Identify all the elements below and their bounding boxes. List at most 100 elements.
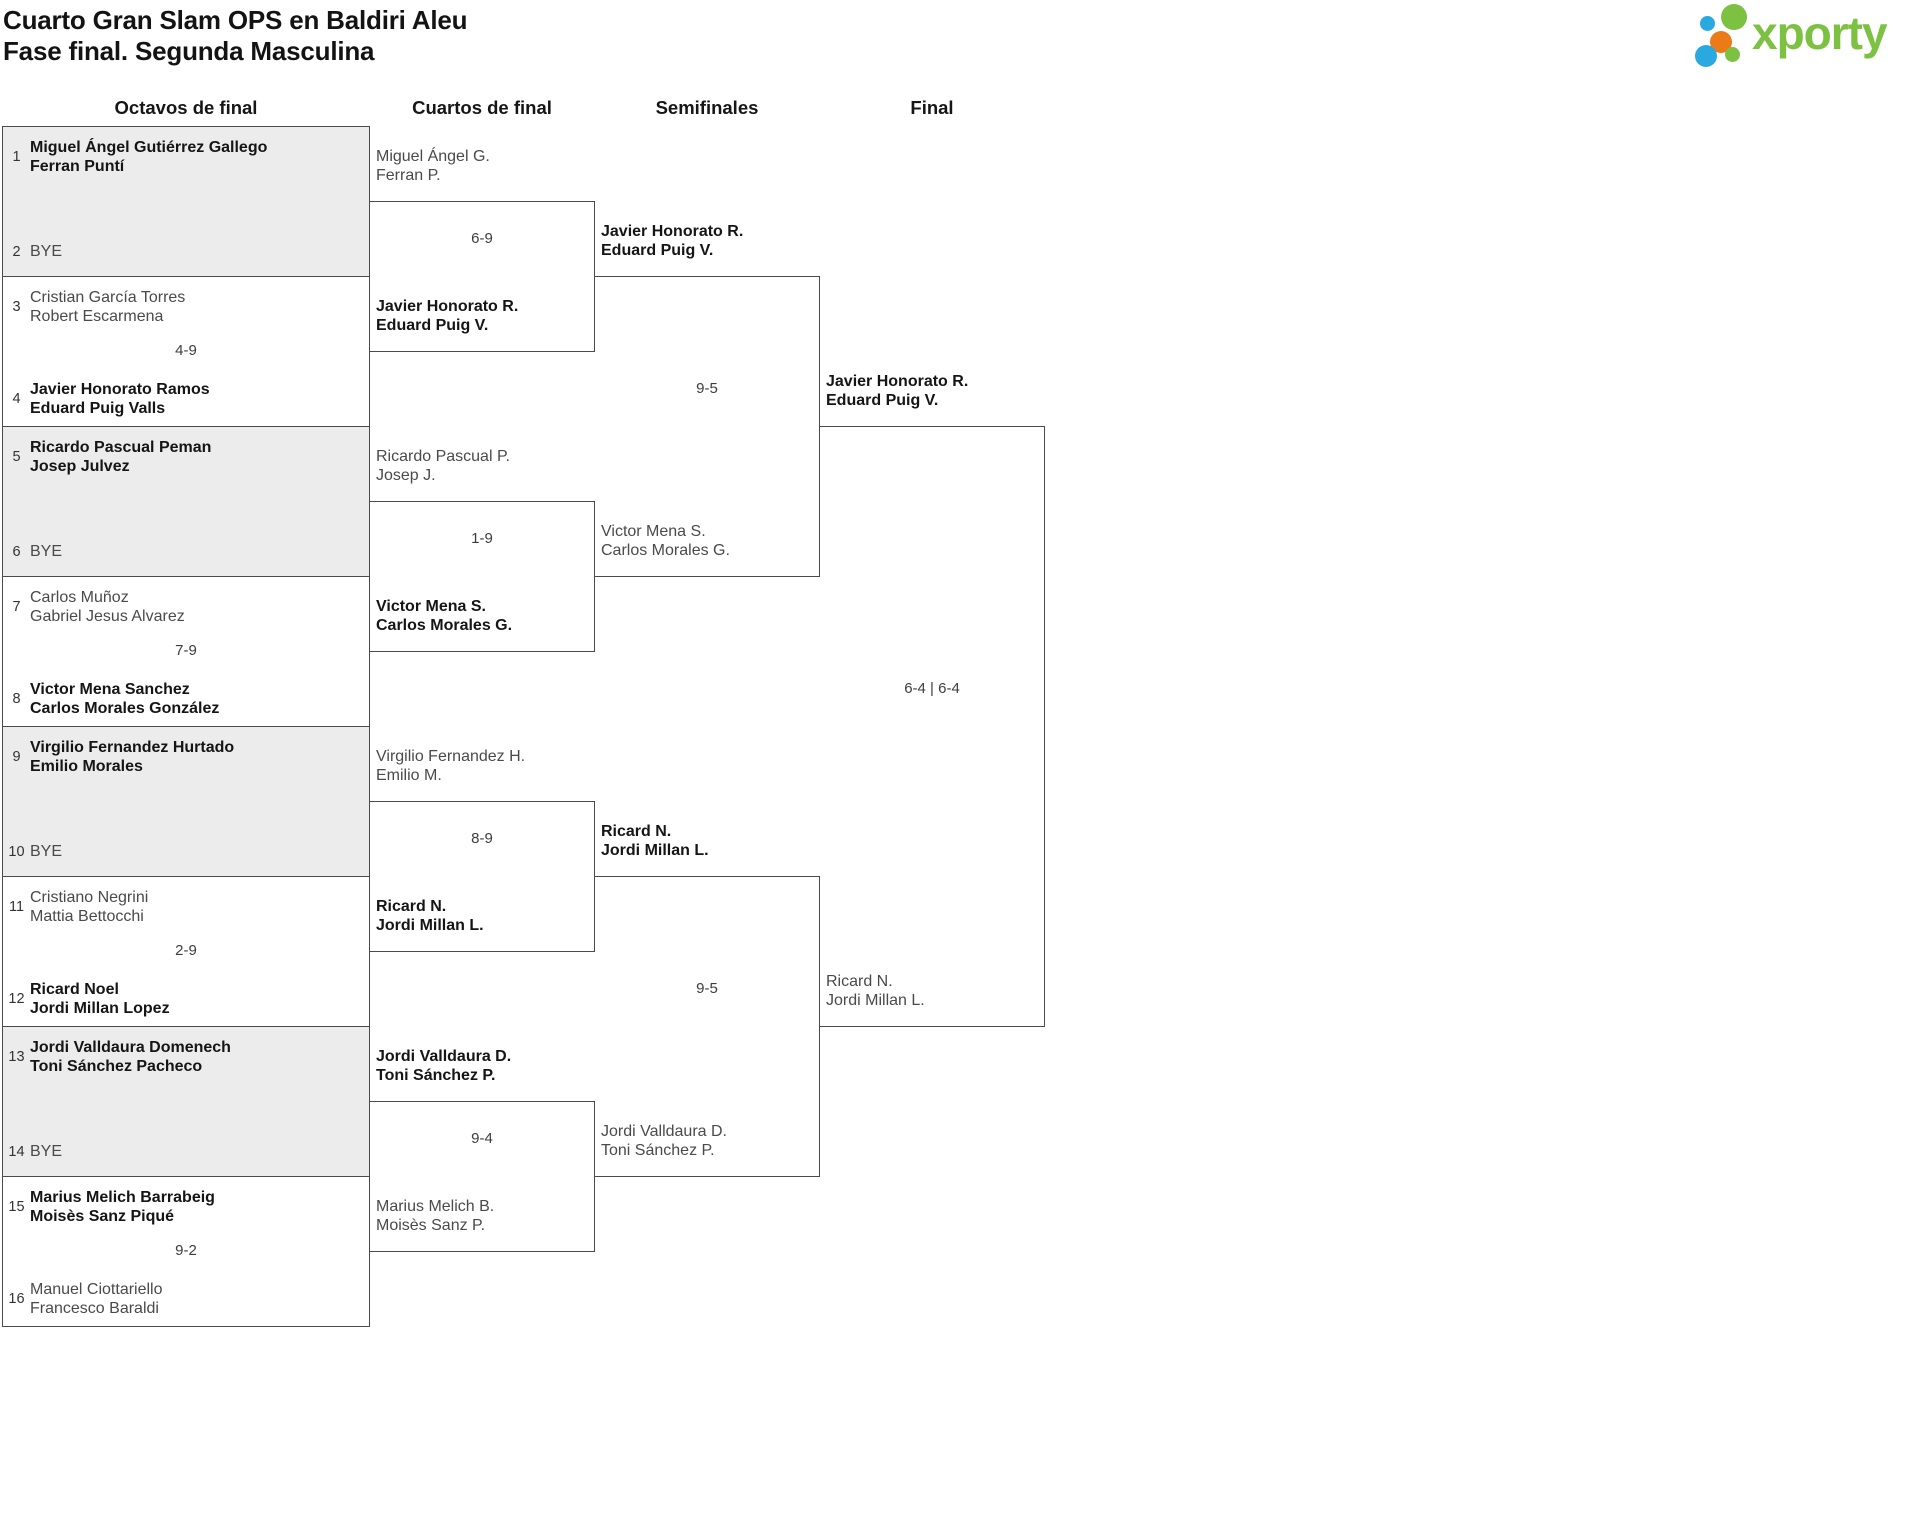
player-1: Marius Melich Barrabeig (30, 1189, 215, 1206)
team-pair: 7 Carlos Muñoz Gabriel Jesus Alvarez (3, 588, 361, 626)
player-1: Ricard N. (826, 973, 893, 990)
player-2: Josep J. (376, 467, 436, 484)
cuartos-4-team-a: Jordi Valldaura D. Toni Sánchez P. (376, 1047, 588, 1085)
logo-dot-icon (1725, 47, 1740, 62)
octavos-match-5: 9 Virgilio Fernandez Hurtado Emilio Mora… (2, 726, 370, 877)
team-name: Jordi Valldaura Domenech Toni Sánchez Pa… (30, 1038, 361, 1076)
player-1: Ricard N. (601, 823, 672, 840)
bye-label: BYE (30, 543, 63, 560)
octavos-match-8: 15 Marius Melich Barrabeig Moisès Sanz P… (2, 1176, 370, 1327)
team-name: Manuel Ciottariello Francesco Baraldi (30, 1280, 361, 1318)
cuartos-2-team-a: Ricardo Pascual P. Josep J. (376, 447, 588, 485)
team-pair: 6 BYE (3, 542, 361, 561)
player-2: Ferran P. (376, 167, 441, 184)
cuartos-1-team-a: Miguel Ángel G. Ferran P. (376, 147, 588, 185)
team-name: Cristiano Negrini Mattia Bettocchi (30, 888, 361, 926)
round-header-octavos: Octavos de final (114, 97, 258, 118)
match-score: 7-9 (175, 642, 197, 659)
team-name: BYE (30, 542, 361, 561)
team-name: BYE (30, 242, 361, 261)
player-1: Javier Honorato Ramos (30, 381, 210, 398)
team-pair: 2 BYE (3, 242, 361, 261)
final-score: 6-4 | 6-4 (904, 680, 960, 697)
seed-number: 15 (8, 1199, 25, 1215)
semifinal-2-team-a: Ricard N. Jordi Millan L. (601, 822, 813, 860)
seed-number: 1 (12, 149, 21, 165)
octavos-match-2: 3 Cristian García Torres Robert Escarmen… (2, 276, 370, 427)
player-1: Miguel Ángel Gutiérrez Gallego (30, 139, 268, 156)
player-1: Victor Mena Sanchez (30, 681, 190, 698)
seed-number: 9 (12, 749, 21, 765)
seed-number: 6 (12, 543, 21, 560)
seed-number: 16 (8, 1291, 25, 1307)
player-2: Toni Sánchez P. (376, 1067, 496, 1084)
player-2: Toni Sánchez Pacheco (30, 1058, 203, 1075)
player-1: Javier Honorato R. (376, 298, 519, 315)
team-name: Marius Melich Barrabeig Moisès Sanz Piqu… (30, 1188, 361, 1226)
bye-label: BYE (30, 843, 63, 860)
cuartos-2-team-b: Victor Mena S. Carlos Morales G. (376, 597, 588, 635)
seed-number: 10 (8, 843, 25, 860)
octavos-match-7: 13 Jordi Valldaura Domenech Toni Sánchez… (2, 1026, 370, 1177)
cuartos-3-score: 8-9 (471, 830, 493, 847)
cuartos-2-score: 1-9 (471, 530, 493, 547)
player-2: Emilio Morales (30, 758, 143, 775)
team-pair: 4 Javier Honorato Ramos Eduard Puig Vall… (3, 380, 361, 418)
team-name: Victor Mena Sanchez Carlos Morales Gonzá… (30, 680, 361, 718)
player-2: Eduard Puig V. (601, 242, 714, 259)
player-1: Carlos Muñoz (30, 589, 129, 606)
cuartos-4-score: 9-4 (471, 1130, 493, 1147)
player-2: Ferran Puntí (30, 158, 125, 175)
logo-dot-icon (1721, 4, 1747, 30)
semifinal-1-team-b: Victor Mena S. Carlos Morales G. (601, 522, 813, 560)
player-2: Robert Escarmena (30, 308, 164, 325)
player-2: Eduard Puig V. (826, 392, 939, 409)
cuartos-3-team-a: Virgilio Fernandez H. Emilio M. (376, 747, 588, 785)
octavos-match-3: 5 Ricardo Pascual Peman Josep Julvez 6 B… (2, 426, 370, 577)
player-1: Miguel Ángel G. (376, 148, 490, 165)
logo-dot-icon (1695, 45, 1717, 67)
semifinal-2-team-b: Jordi Valldaura D. Toni Sánchez P. (601, 1122, 813, 1160)
player-2: Moisès Sanz Piqué (30, 1208, 175, 1225)
semifinal-1-score: 9-5 (696, 380, 718, 397)
team-name: Miguel Ángel Gutiérrez Gallego Ferran Pu… (30, 138, 361, 176)
team-name: Javier Honorato Ramos Eduard Puig Valls (30, 380, 361, 418)
team-pair: 16 Manuel Ciottariello Francesco Baraldi (3, 1280, 361, 1318)
player-1: Victor Mena S. (376, 598, 486, 615)
player-2: Francesco Baraldi (30, 1300, 159, 1317)
cuartos-1-team-b: Javier Honorato R. Eduard Puig V. (376, 297, 588, 335)
player-2: Carlos Morales González (30, 700, 220, 717)
seed-number: 13 (8, 1049, 25, 1065)
semifinal-1-team-a: Javier Honorato R. Eduard Puig V. (601, 222, 813, 260)
bye-label: BYE (30, 243, 63, 260)
team-pair: 3 Cristian García Torres Robert Escarmen… (3, 288, 361, 326)
seed-number: 3 (12, 299, 21, 315)
xporty-logo: xporty (1690, 0, 1920, 80)
player-1: Ricardo Pascual Peman (30, 439, 212, 456)
player-2: Mattia Bettocchi (30, 908, 144, 925)
team-pair: 1 Miguel Ángel Gutiérrez Gallego Ferran … (3, 138, 361, 176)
player-2: Carlos Morales G. (376, 617, 513, 634)
player-2: Josep Julvez (30, 458, 130, 475)
team-pair: 12 Ricard Noel Jordi Millan Lopez (3, 980, 361, 1018)
player-2: Gabriel Jesus Alvarez (30, 608, 185, 625)
player-2: Toni Sánchez P. (601, 1142, 715, 1159)
final-box (819, 426, 1045, 1027)
octavos-match-6: 11 Cristiano Negrini Mattia Bettocchi 2-… (2, 876, 370, 1027)
player-1: Victor Mena S. (601, 523, 706, 540)
player-1: Virgilio Fernandez Hurtado (30, 739, 235, 756)
cuartos-4-team-b: Marius Melich B. Moisès Sanz P. (376, 1197, 588, 1235)
page-title: Cuarto Gran Slam OPS en Baldiri Aleu Fas… (3, 5, 467, 67)
cuartos-3-team-b: Ricard N. Jordi Millan L. (376, 897, 588, 935)
player-2: Eduard Puig V. (376, 317, 489, 334)
octavos-match-1: 1 Miguel Ángel Gutiérrez Gallego Ferran … (2, 126, 370, 277)
team-name: BYE (30, 1142, 361, 1161)
phase-name: Fase final. Segunda Masculina (3, 36, 375, 66)
player-1: Jordi Valldaura D. (376, 1048, 512, 1065)
player-1: Cristiano Negrini (30, 889, 149, 906)
player-1: Jordi Valldaura D. (601, 1123, 727, 1140)
team-pair: 10 BYE (3, 842, 361, 861)
round-header-semifinales: Semifinales (655, 97, 759, 118)
team-name: Cristian García Torres Robert Escarmena (30, 288, 361, 326)
